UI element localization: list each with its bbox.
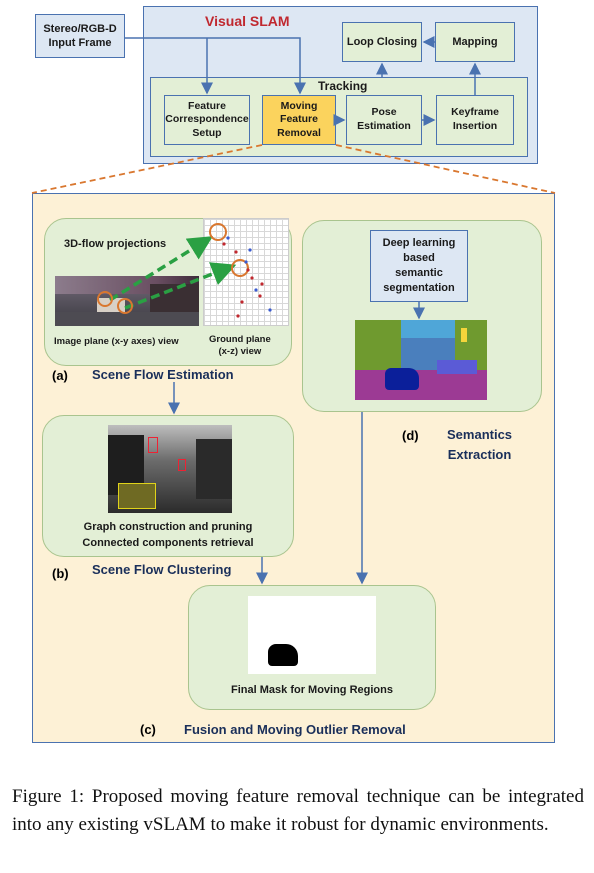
ground-plane-label: Ground plane (x-z) view xyxy=(209,334,271,357)
road-image xyxy=(55,276,199,326)
highlight-circle-1 xyxy=(97,291,113,307)
clustering-image xyxy=(108,425,232,513)
final-mask-label: Final Mask for Moving Regions xyxy=(231,684,393,696)
scatter-point xyxy=(222,242,226,246)
input-frame-box: Stereo/RGB-D Input Frame xyxy=(35,14,125,58)
scene-flow-clustering-title: Scene Flow Clustering xyxy=(92,562,232,577)
image-plane-label: Image plane (x-y axes) view xyxy=(54,336,179,347)
flow-projections-label: 3D-flow projections xyxy=(64,238,167,250)
scatter-point xyxy=(226,236,230,240)
panel-a-letter: (a) xyxy=(52,368,68,383)
flow-arrow-2 xyxy=(124,262,237,310)
panel-c-letter: (c) xyxy=(140,722,156,737)
scatter-point xyxy=(244,260,248,264)
highlight-circle-4 xyxy=(231,259,249,277)
scatter-point xyxy=(260,282,264,286)
final-mask-image xyxy=(248,596,376,674)
scatter-point xyxy=(234,250,238,254)
highlight-circle-2 xyxy=(117,298,133,314)
scatter-point xyxy=(268,308,272,312)
semantics-extraction-title: Semantics Extraction xyxy=(447,427,513,462)
mapping-box: Mapping xyxy=(435,22,515,62)
moving-feature-removal-box: Moving Feature Removal xyxy=(262,95,336,145)
scatter-point xyxy=(258,294,262,298)
segmentation-image xyxy=(355,320,487,400)
flow-arrow-1 xyxy=(109,236,213,302)
arrow-input-to-slam xyxy=(125,37,306,95)
highlight-circle-3 xyxy=(209,223,227,241)
scatter-point xyxy=(236,314,240,318)
scene-flow-estimation-title: Scene Flow Estimation xyxy=(92,367,234,382)
panel-d-letter: (d) xyxy=(402,428,419,443)
zoom-line-right xyxy=(335,144,556,194)
fusion-title: Fusion and Moving Outlier Removal xyxy=(184,722,406,737)
scatter-point xyxy=(254,288,258,292)
feature-setup-box: Feature Correspondence Setup xyxy=(164,95,250,145)
clustering-caption: Graph construction and pruning Connected… xyxy=(82,521,254,549)
scatter-point xyxy=(250,276,254,280)
scatter-point xyxy=(246,268,250,272)
scatter-point xyxy=(248,248,252,252)
deep-learning-box: Deep learning based semantic segmentatio… xyxy=(370,230,468,302)
scatter-point xyxy=(240,300,244,304)
pose-estimation-box: Pose Estimation xyxy=(346,95,422,145)
loop-closing-box: Loop Closing xyxy=(342,22,422,62)
tracking-label: Tracking xyxy=(318,79,368,93)
panel-b-letter: (b) xyxy=(52,566,69,581)
keyframe-insertion-box: Keyframe Insertion xyxy=(436,95,514,145)
figure-caption: Figure 1: Proposed moving feature remova… xyxy=(12,786,584,835)
visual-slam-title: Visual SLAM xyxy=(205,13,290,29)
zoom-line-left xyxy=(31,144,263,194)
